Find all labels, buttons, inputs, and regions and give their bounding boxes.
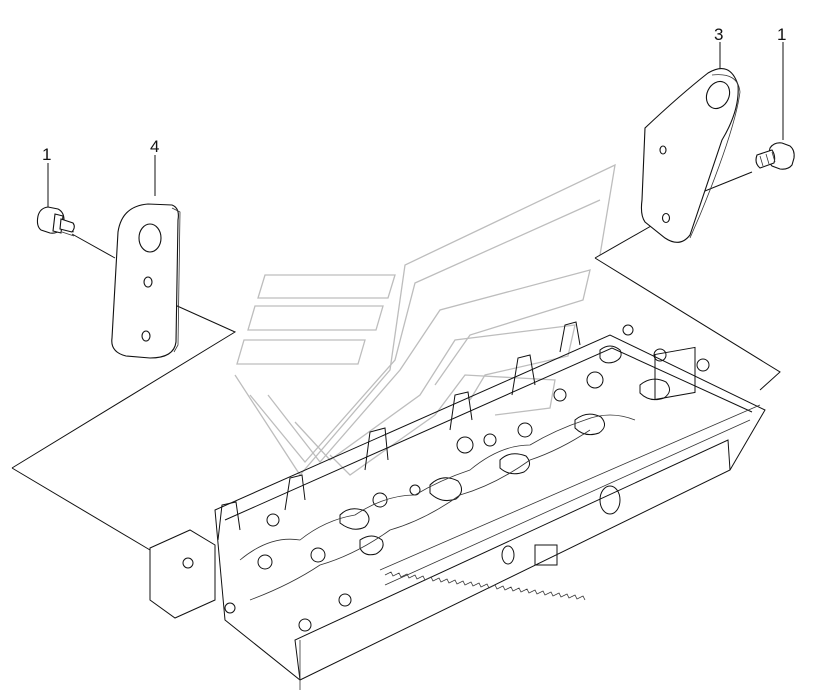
bracket-left-icon: [111, 203, 181, 359]
bracket-right-icon: [640, 68, 741, 243]
bolt-left-icon: [36, 206, 75, 237]
callout-bracket-right: 3: [714, 25, 723, 44]
watermark-logo-icon: [234, 163, 616, 477]
callout-bolt-left: 1: [42, 145, 51, 164]
cylinder-head-assembly: [149, 321, 766, 690]
bolt-right-icon: [755, 142, 795, 170]
callout-bolt-right: 1: [777, 25, 786, 44]
callout-bracket-left: 4: [150, 137, 159, 156]
